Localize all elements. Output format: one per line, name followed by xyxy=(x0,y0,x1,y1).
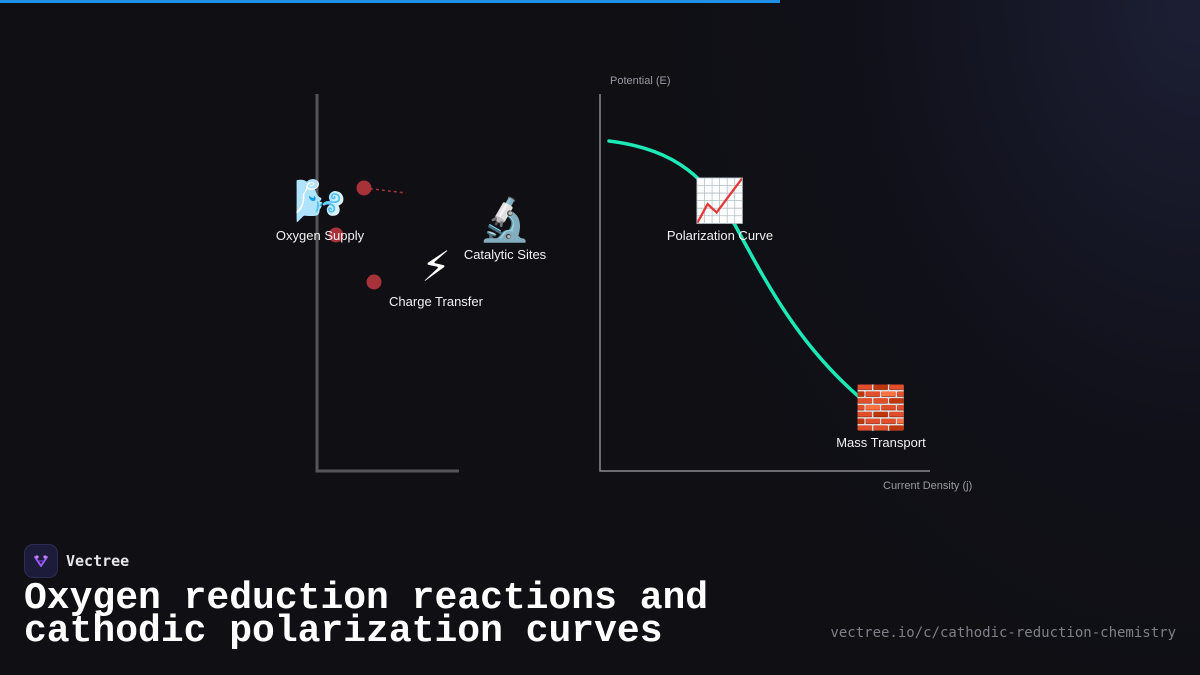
progress-bar-fill xyxy=(0,0,780,3)
oxygen-particle xyxy=(356,180,372,196)
node-mass-transport: 🧱 Mass Transport xyxy=(836,383,926,451)
oxygen-particle xyxy=(366,274,382,290)
y-axis-label: Potential (E) xyxy=(610,75,671,87)
polarization-curve-line xyxy=(607,139,860,398)
vectree-logo-icon xyxy=(24,544,58,578)
node-label: Oxygen Supply xyxy=(275,228,365,243)
brand[interactable]: Vectree xyxy=(24,544,129,578)
lightning-icon: ⚡ xyxy=(421,242,451,291)
node-label: Mass Transport xyxy=(836,435,926,450)
node-catalytic-sites: 🔬 Catalytic Sites xyxy=(463,195,547,263)
node-label: Charge Transfer xyxy=(389,294,483,309)
microscope-icon: 🔬 xyxy=(478,195,532,244)
brick-icon: 🧱 xyxy=(854,383,908,432)
progress-bar xyxy=(0,0,1200,3)
page-title: Oxygen reduction reactions and cathodic … xyxy=(24,577,709,653)
source-url[interactable]: vectree.io/c/cathodic-reduction-chemistr… xyxy=(830,625,1176,641)
wind-icon: 🌬️ xyxy=(293,176,347,225)
node-oxygen-supply: 🌬️ Oxygen Supply xyxy=(275,176,365,244)
node-label: Catalytic Sites xyxy=(463,247,547,262)
node-charge-transfer: ⚡ Charge Transfer xyxy=(389,242,483,310)
oxygen-particle xyxy=(328,227,344,243)
brand-name: Vectree xyxy=(66,552,130,570)
x-axis-label: Current Density (j) xyxy=(883,480,973,492)
node-label: Polarization Curve xyxy=(666,228,774,243)
chart-increasing-icon: 📈 xyxy=(693,176,747,225)
node-polarization-curve: 📈 Polarization Curve xyxy=(666,176,774,244)
reaction-zone-axis xyxy=(315,94,459,473)
polarization-plot-axes xyxy=(599,94,930,472)
